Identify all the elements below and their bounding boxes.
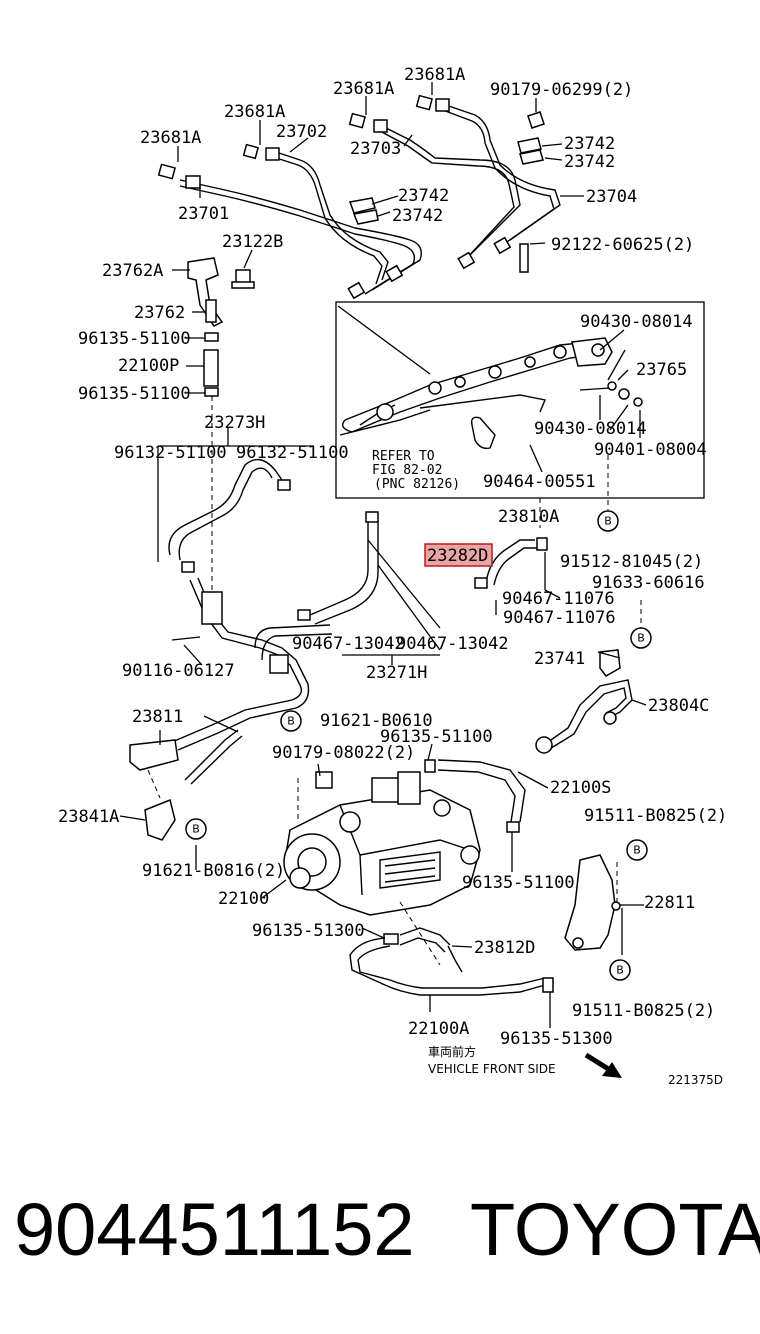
part-label[interactable]: 96135-51300	[500, 1029, 613, 1049]
b-marker: B	[626, 839, 648, 861]
injection-pump	[283, 771, 481, 916]
part-label[interactable]: 22100S	[550, 778, 611, 798]
part-label[interactable]: 91511-B0825(2)	[584, 806, 727, 826]
refer-note: (PNC 82126)	[374, 477, 460, 492]
return-pipe-assembly	[129, 577, 333, 841]
part-label[interactable]: 90430-08014	[580, 312, 693, 332]
fuel-hoses-pump	[349, 759, 554, 1028]
part-label[interactable]: 91633-60616	[592, 573, 705, 593]
part-label[interactable]: 23681A	[404, 65, 465, 85]
injection-pipes	[157, 94, 561, 300]
part-label[interactable]: 23702	[276, 122, 327, 142]
part-label[interactable]: 22100P	[118, 356, 179, 376]
part-label[interactable]: 23741	[534, 649, 585, 669]
svg-text:B: B	[616, 964, 624, 977]
part-label[interactable]: 90467-13042	[292, 634, 405, 654]
svg-text:B: B	[637, 632, 645, 645]
part-label[interactable]: 23765	[636, 360, 687, 380]
part-number: 9044511152	[14, 1188, 415, 1271]
b-marker: B	[597, 510, 619, 532]
footer-banner: 9044511152 TOYOTA	[0, 1185, 760, 1285]
part-label[interactable]: 23810A	[498, 507, 559, 527]
part-label[interactable]: 90467-11076	[503, 608, 616, 628]
b-marker: B	[630, 627, 652, 649]
part-label[interactable]: 96135-51100	[462, 873, 575, 893]
pipe-23804c	[535, 600, 642, 754]
part-label[interactable]: 23681A	[140, 128, 201, 148]
front-side-jp: 車両前方	[428, 1044, 476, 1059]
refer-note: FIG 82-02	[372, 463, 442, 478]
part-label[interactable]: 91512-81045(2)	[560, 552, 703, 572]
part-label[interactable]: 23804C	[648, 696, 709, 716]
part-label[interactable]: 23841A	[58, 807, 119, 827]
part-label[interactable]: 92122-60625(2)	[551, 235, 694, 255]
reference-markers: B B B B B B	[185, 510, 652, 981]
svg-text:B: B	[633, 844, 641, 857]
part-label[interactable]: 90467-11076	[502, 589, 615, 609]
part-label[interactable]: 22100	[218, 889, 269, 909]
part-label[interactable]: 22100A	[408, 1019, 469, 1039]
highlight-box	[424, 543, 493, 567]
svg-text:B: B	[604, 515, 612, 528]
part-label[interactable]: 90179-08022(2)	[272, 743, 415, 763]
part-label[interactable]: 22811	[644, 893, 695, 913]
svg-text:B: B	[192, 823, 200, 836]
part-label[interactable]: 23122B	[222, 232, 283, 252]
part-label[interactable]: 90467-13042	[396, 634, 509, 654]
part-label[interactable]: 23701	[178, 204, 229, 224]
part-label[interactable]: 91621-B0610	[320, 711, 433, 731]
part-label[interactable]: 96132-51100	[236, 443, 349, 463]
front-side-label: VEHICLE FRONT SIDE	[428, 1062, 556, 1076]
leader-lines	[119, 82, 647, 948]
part-label[interactable]: 90116-06127	[122, 661, 235, 681]
b-marker: B	[609, 959, 631, 981]
part-label[interactable]: 90401-08004	[594, 440, 707, 460]
common-rail-inset	[335, 301, 705, 499]
part-label[interactable]: 90430-08014	[534, 419, 647, 439]
part-label[interactable]: 23811	[132, 707, 183, 727]
part-label[interactable]: 96132-51100	[114, 443, 227, 463]
bracket-parts-left	[187, 257, 255, 600]
front-arrow-icon	[584, 1052, 622, 1078]
part-label[interactable]: 23762	[134, 303, 185, 323]
part-label[interactable]: 23681A	[224, 102, 285, 122]
part-label[interactable]: 23742	[564, 134, 615, 154]
figure-reference: 221375D	[668, 1073, 723, 1087]
part-label[interactable]: 23742	[392, 206, 443, 226]
part-label[interactable]: 91621-B0816(2)	[142, 861, 285, 881]
part-label[interactable]: 23762A	[102, 261, 163, 281]
part-label[interactable]: 23742	[564, 152, 615, 172]
brand-name: TOYOTA	[470, 1188, 760, 1271]
b-marker: B	[185, 818, 207, 840]
part-label[interactable]: 23271H	[366, 663, 427, 683]
part-label[interactable]: 96135-51300	[252, 921, 365, 941]
part-label[interactable]: 23812D	[474, 938, 535, 958]
part-label[interactable]: 90464-00551	[483, 472, 596, 492]
part-label[interactable]: 23681A	[333, 79, 394, 99]
part-label[interactable]: 23704	[586, 187, 637, 207]
bracket-22811	[564, 854, 644, 955]
refer-note: REFER TO	[372, 449, 435, 464]
part-label[interactable]: 90179-06299(2)	[490, 80, 633, 100]
part-label[interactable]: 96135-51100	[78, 329, 191, 349]
part-label[interactable]: 23273H	[204, 413, 265, 433]
part-label-highlighted[interactable]: 23282D	[427, 546, 488, 566]
part-label[interactable]: 96135-51100	[380, 727, 493, 747]
parts-diagram: B B B B B B 23681A 23681A 23681A 23681A …	[58, 65, 727, 1087]
svg-text:B: B	[287, 715, 295, 728]
b-marker: B	[280, 710, 302, 732]
part-labels: 23681A 23681A 23681A 23681A 90179-06299(…	[58, 65, 727, 1087]
part-label[interactable]: 96135-51100	[78, 384, 191, 404]
part-label[interactable]: 23742	[398, 186, 449, 206]
fuel-hoses-middle	[157, 428, 609, 665]
part-label[interactable]: 91511-B0825(2)	[572, 1001, 715, 1021]
part-label[interactable]: 23703	[350, 139, 401, 159]
